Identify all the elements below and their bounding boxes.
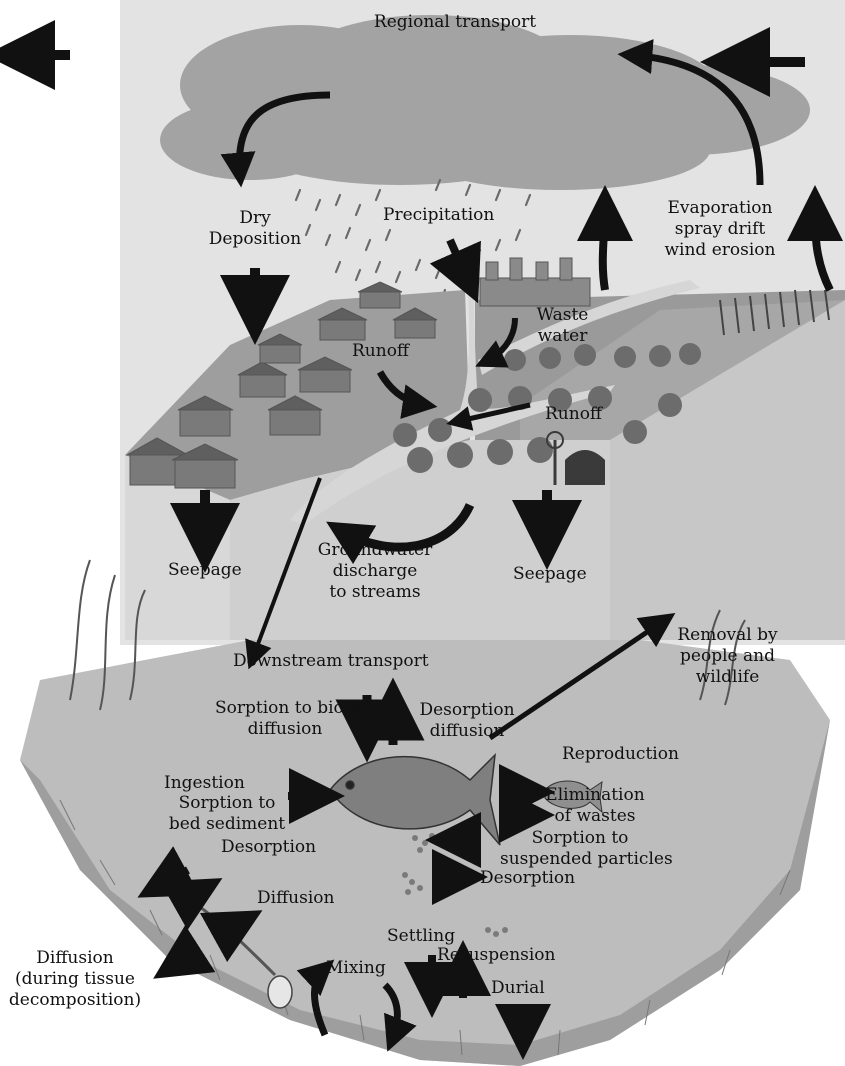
label-seepage-left: Seepage	[168, 560, 242, 580]
label-line: Groundwater	[317, 540, 433, 560]
arrow-mixing-down	[382, 982, 417, 1052]
label-resuspension: Resuspension	[437, 945, 556, 965]
label-line: discharge	[332, 561, 418, 581]
label-seepage-right: Seepage	[513, 564, 587, 584]
arrow-diffusion-mid	[199, 910, 263, 962]
arrow-precipitation	[429, 238, 481, 304]
label-line: bed sediment	[168, 814, 286, 834]
sediment-layer	[20, 720, 830, 1066]
label-sorption-biota: Sorption to biota diffusion	[215, 698, 361, 740]
arrow-groundwater	[326, 502, 475, 565]
crop-rows	[719, 289, 830, 336]
arrow-desorption-bed	[159, 878, 223, 931]
label-line: wind erosion	[664, 240, 776, 260]
label-line: Dry	[239, 208, 271, 228]
label-line: Removal by	[677, 625, 778, 645]
label-line: Deposition	[208, 229, 302, 249]
arrow-diffusion-tissue	[153, 925, 216, 979]
label-line: (during tissue	[15, 969, 135, 989]
label-line: Evaporation	[667, 198, 773, 218]
label-dry-deposition: Dry Deposition	[200, 208, 310, 250]
label-line: Waste	[536, 305, 589, 325]
label-precipitation: Precipitation	[383, 205, 495, 225]
label-desorption-left: Desorption	[221, 837, 317, 857]
small-fish	[544, 780, 603, 814]
label-groundwater: Groundwater discharge to streams	[310, 540, 440, 603]
arrow-mixing-up	[296, 959, 335, 1037]
cloud-bank	[160, 15, 810, 190]
label-line: decomposition)	[8, 990, 142, 1010]
barn	[546, 431, 605, 485]
arrow-downstream	[245, 477, 322, 670]
arrow-evaporation-2	[787, 185, 844, 292]
label-line: Sorption to	[178, 793, 276, 813]
label-line: Sorption to biota	[215, 698, 361, 718]
label-line: wildlife	[695, 667, 760, 687]
label-removal: Removal by people and wildlife	[670, 625, 785, 688]
label-line: people and	[680, 646, 775, 666]
field-plot	[520, 300, 845, 455]
label-line: Elimination	[545, 785, 645, 805]
label-runoff-right: Runoff	[545, 404, 603, 424]
orchard-trees	[393, 343, 701, 473]
label-diffusion-mid: Diffusion	[257, 888, 335, 908]
label-line: diffusion	[247, 719, 323, 739]
label-line: to streams	[329, 582, 421, 602]
sediment-hatching	[59, 799, 791, 1056]
label-regional-transport: Regional transport	[373, 12, 537, 32]
label-ingestion: Ingestion	[164, 773, 245, 793]
label-sorption-suspended: Sorption to suspended particles	[500, 828, 673, 870]
river	[290, 290, 615, 525]
arrow-waste-water	[475, 317, 518, 368]
arrow-runoff-right	[446, 402, 531, 431]
arrow-removal	[488, 613, 676, 741]
arrow-evaporation-1	[576, 185, 633, 291]
river-branch	[478, 280, 700, 375]
label-settling: Settling	[387, 926, 456, 946]
label-elimination: Elimination of wastes	[540, 785, 650, 827]
label-reproduction: Reproduction	[562, 744, 679, 764]
label-line: suspended particles	[500, 849, 673, 869]
label-evaporation: Evaporation spray drift wind erosion	[655, 198, 785, 261]
label-durial: Durial	[491, 978, 545, 998]
house-cluster	[125, 281, 438, 489]
label-desorption-diffusion: Desorption diffusion	[412, 700, 522, 742]
label-line: Diffusion	[36, 948, 114, 968]
label-line: of wastes	[554, 806, 636, 826]
label-sorption-bed: Sorption to bed sediment	[162, 793, 292, 835]
label-line: diffusion	[429, 721, 505, 741]
arrow-regional-curve-left	[220, 91, 331, 188]
label-desorption-mid: Desorption	[480, 868, 576, 888]
cliff-right	[610, 300, 845, 640]
label-mixing: Mixing	[326, 958, 386, 978]
label-downstream: Downstream transport	[233, 651, 429, 671]
label-line: Sorption to	[531, 828, 629, 848]
label-waste-water: Waste water	[525, 305, 600, 347]
arrow-runoff-left	[376, 370, 438, 419]
factory	[479, 257, 591, 307]
label-line: water	[537, 326, 588, 346]
label-line: spray drift	[674, 219, 766, 239]
label-diffusion-tissue: Diffusion (during tissue decomposition)	[0, 948, 150, 1011]
aquatic-plants	[69, 559, 746, 711]
label-runoff-left: Runoff	[352, 341, 410, 361]
label-line: Desorption	[419, 700, 515, 720]
